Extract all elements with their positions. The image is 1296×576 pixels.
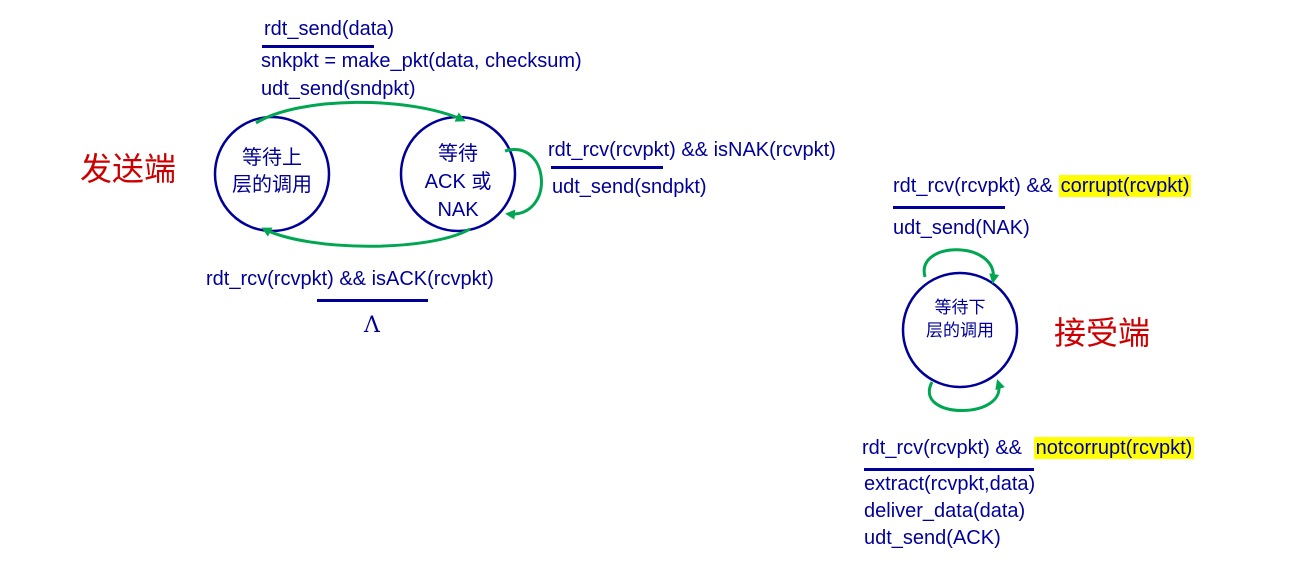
nak-event-label: rdt_rcv(rcvpkt) && isNAK(rcvpkt) bbox=[548, 139, 836, 161]
notcorrupt-event-highlight: notcorrupt(rcvpkt) bbox=[1033, 437, 1195, 459]
corrupt-divider bbox=[893, 206, 1005, 209]
notcorrupt-event-prefix: rdt_rcv(rcvpkt) && bbox=[862, 437, 1028, 459]
state-wait-below-label: 等待下 层的调用 bbox=[903, 296, 1017, 342]
ack-divider bbox=[317, 299, 428, 302]
arrow-send-data bbox=[255, 100, 466, 125]
send-action-udt-send: udt_send(sndpkt) bbox=[261, 78, 416, 100]
send-divider bbox=[262, 45, 374, 48]
notcorrupt-divider bbox=[864, 468, 1034, 471]
corrupt-event-highlight: corrupt(rcvpkt) bbox=[1058, 175, 1192, 197]
notcorrupt-event-label: rdt_rcv(rcvpkt) && notcorrupt(rcvpkt) bbox=[862, 436, 1195, 460]
arrow-nak-self-loop bbox=[504, 148, 543, 220]
nak-divider bbox=[551, 166, 663, 169]
state-wait-call-label: 等待上 层的调用 bbox=[215, 145, 329, 199]
ack-action-lambda: Λ bbox=[364, 313, 380, 338]
notcorrupt-action-extract: extract(rcvpkt,data) bbox=[864, 473, 1036, 495]
state-wait-below-line2: 层的调用 bbox=[926, 321, 994, 340]
corrupt-event-prefix: rdt_rcv(rcvpkt) && bbox=[893, 175, 1059, 197]
state-wait-below-line1: 等待下 bbox=[934, 298, 986, 317]
notcorrupt-action-deliver: deliver_data(data) bbox=[864, 500, 1026, 522]
state-wait-ack-label: 等待 ACK 或 NAK bbox=[401, 140, 515, 224]
receiver-side-label: 接受端 bbox=[1054, 315, 1151, 351]
sender-side-label: 发送端 bbox=[80, 151, 177, 187]
send-action-make-pkt: snkpkt = make_pkt(data, checksum) bbox=[261, 50, 582, 72]
nak-action-label: udt_send(sndpkt) bbox=[552, 176, 707, 198]
state-wait-ack-line2: ACK 或 bbox=[424, 171, 492, 193]
notcorrupt-action-send-ack: udt_send(ACK) bbox=[864, 527, 1001, 549]
arrow-corrupt-self-loop bbox=[922, 248, 1000, 284]
send-event-label: rdt_send(data) bbox=[264, 18, 395, 40]
state-wait-call-line1: 等待上 bbox=[242, 147, 302, 169]
state-wait-ack-line3: NAK bbox=[437, 199, 479, 221]
corrupt-event-label: rdt_rcv(rcvpkt) && corrupt(rcvpkt) bbox=[893, 174, 1192, 198]
corrupt-action-label: udt_send(NAK) bbox=[893, 217, 1030, 239]
state-wait-call-line2: 层的调用 bbox=[232, 174, 312, 196]
state-wait-ack-line1: 等待 bbox=[438, 143, 478, 165]
ack-event-label: rdt_rcv(rcvpkt) && isACK(rcvpkt) bbox=[206, 268, 494, 290]
arrow-receive-ack bbox=[261, 227, 471, 248]
arrow-notcorrupt-self-loop bbox=[927, 379, 1005, 412]
state-wait-below-circle bbox=[901, 271, 1019, 389]
